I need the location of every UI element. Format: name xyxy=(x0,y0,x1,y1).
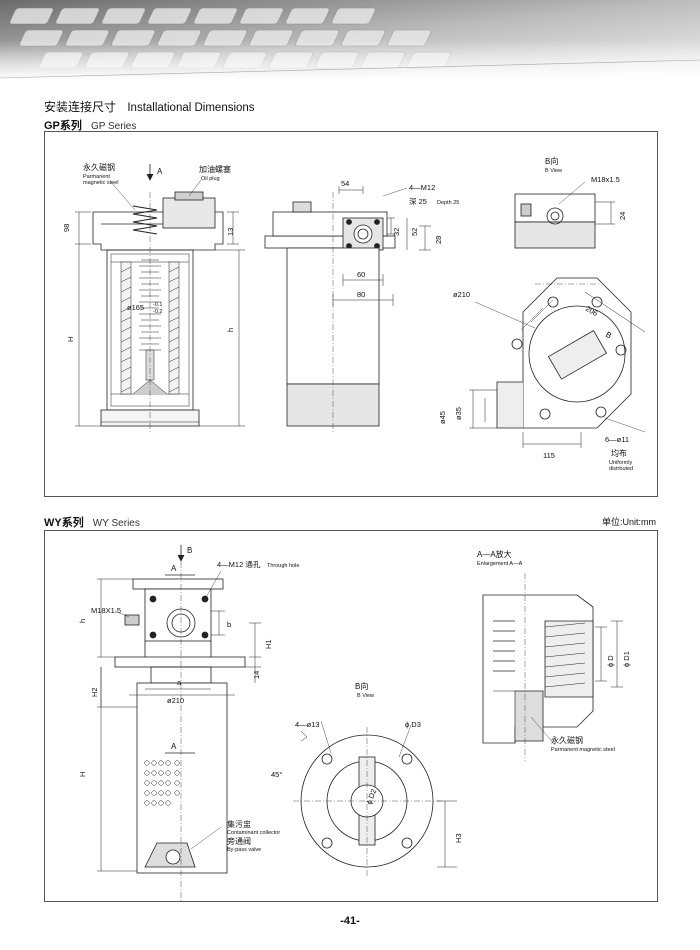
wy-dim-H3: H3 xyxy=(454,833,463,843)
wy-aa-zh: A—A放大 xyxy=(477,549,512,559)
wy-m12-label: 4—M12 通孔 xyxy=(217,559,261,569)
gp-magnet-label-en1: Parmanent xyxy=(83,174,110,180)
wy-bview-en: B View xyxy=(357,693,374,699)
gp-uniform-en2: distrbuted xyxy=(609,466,633,472)
gp-bview-zh: B向 xyxy=(545,156,558,166)
wy-enlargement-view xyxy=(482,573,623,761)
gp-dim-54: 54 xyxy=(341,179,349,188)
gp-m12-label: 4—M12 xyxy=(409,183,435,192)
gp-series-title: GP系列 GP Series xyxy=(44,117,136,133)
wy-holes-label: 4—ø13 xyxy=(295,720,320,729)
gp-plug-label-en: Oil plug xyxy=(201,176,220,182)
gp-bview-en: B View xyxy=(545,168,562,174)
wy-elevation-view xyxy=(97,545,261,901)
wy-collector-zh: 集污盅 xyxy=(227,819,251,829)
wy-dim-14: 14 xyxy=(252,671,261,679)
wy-d-label: ϕ D xyxy=(606,655,615,667)
gp-dim-32: 32 xyxy=(392,228,401,236)
gp-dim-28: 28 xyxy=(434,236,443,244)
wy-dim-H: H xyxy=(78,772,87,777)
gp-dia-165: ø165 xyxy=(127,303,144,312)
gp-plug-label-zh: 加油螺塞 xyxy=(199,164,231,174)
wy-dim-H1: H1 xyxy=(264,639,273,649)
wy-title-zh: WY系列 xyxy=(44,517,84,529)
gp-tol-up: -0.1 xyxy=(153,302,162,308)
wy-a-top-label: A xyxy=(171,564,177,573)
gp-section-view xyxy=(75,164,245,432)
gp-magnet-label-en2: magnetic steel xyxy=(83,180,118,186)
wy-drawing-panel: B A 4—M12 通孔 Through hole M18X1.5 h b H1… xyxy=(44,530,658,902)
gp-title-en: GP Series xyxy=(90,121,137,132)
wy-d1-label: ϕ D1 xyxy=(622,651,631,667)
gp-uniform-en1: Uniformly xyxy=(609,460,632,466)
gp-b-label: B xyxy=(604,330,613,340)
gp-holes-label: 6—ø11 xyxy=(605,435,629,444)
gp-front-view xyxy=(264,186,431,432)
wy-series-title: WY系列 WY Series xyxy=(44,514,140,530)
gp-m18-label: M18x1.5 xyxy=(591,175,620,184)
gp-dia-35: ø35 xyxy=(454,407,463,420)
gp-title-zh: GP系列 xyxy=(44,120,82,132)
wy-collector-en: Contaminant collector xyxy=(227,830,280,836)
gp-tol-down: -0.2 xyxy=(153,309,162,315)
gp-b-view xyxy=(514,181,615,249)
unit-label: 单位:Unit:mm xyxy=(601,517,656,527)
wy-m18-label: M18X1.5 xyxy=(91,606,121,615)
wy-bypass-en: By-pass valve xyxy=(227,847,261,853)
wy-b-view xyxy=(293,720,457,877)
wy-dim-H2: H2 xyxy=(90,687,99,697)
gp-dia-210: ø210 xyxy=(453,290,470,299)
wy-bview-zh: B向 xyxy=(355,681,368,691)
heading-zh: 安装连接尺寸 xyxy=(44,100,117,114)
page-number: -41- xyxy=(340,915,360,927)
gp-dim-52: 52 xyxy=(410,228,419,236)
wy-angle-label: 45° xyxy=(271,770,282,779)
wy-bypass-zh: 旁通阀 xyxy=(227,836,251,846)
heading-en: Installational Dimensions xyxy=(127,102,255,114)
wy-b-arrow-label: B xyxy=(187,546,192,555)
gp-depth-en: Depth 25 xyxy=(437,200,459,206)
wy-dim-b: b xyxy=(227,620,231,629)
wy-aa-en: Enlargement A—A xyxy=(477,561,523,567)
wy-d3-label: ϕ D3 xyxy=(405,720,421,729)
wy-dia-210: ø210 xyxy=(167,696,184,705)
wy-through-hole: Through hole xyxy=(267,563,299,569)
wy-magnet-en: Parmanent magnetic steel xyxy=(551,747,615,753)
gp-drawing-panel: 永久磁钢 Parmanent magnetic steel A 加油螺塞 Oil… xyxy=(44,131,658,497)
gp-magnet-label-zh: 永久磁钢 xyxy=(83,162,115,172)
gp-dia-45: ø45 xyxy=(438,411,447,424)
wy-dim-a: a xyxy=(177,678,182,687)
gp-dim-60: 60 xyxy=(357,270,365,279)
page-heading: 安装连接尺寸 Installational Dimensions xyxy=(44,98,255,115)
gp-dim-115: 115 xyxy=(543,451,555,460)
gp-plan-view xyxy=(469,277,646,448)
gp-uniform-zh: 均布 xyxy=(611,448,627,458)
gp-dim-13: 13 xyxy=(226,228,235,236)
gp-a-view-label: A xyxy=(157,167,163,176)
header-banner xyxy=(0,0,700,80)
wy-a-low-label: A xyxy=(171,742,177,751)
gp-dim-H: H xyxy=(66,337,75,342)
gp-dim-80: 80 xyxy=(357,290,365,299)
wy-title-en: WY Series xyxy=(92,518,140,529)
gp-dim-24: 24 xyxy=(618,212,627,220)
wy-dim-h: h xyxy=(78,619,87,623)
gp-dim-h: h xyxy=(226,328,235,332)
gp-depth-zh: 深 25 xyxy=(409,197,427,206)
wy-magnet-zh: 永久磁钢 xyxy=(551,735,583,745)
gp-dim-98: 98 xyxy=(62,224,71,232)
